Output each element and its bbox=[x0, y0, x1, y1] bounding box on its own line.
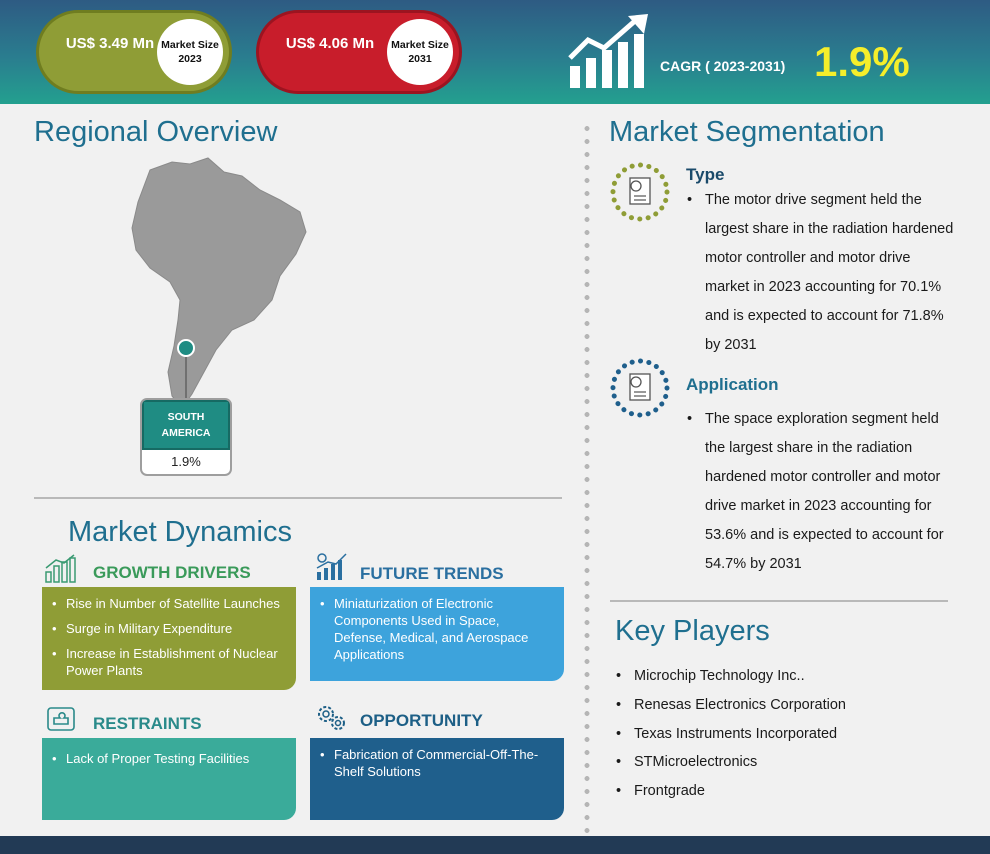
key-player-item: Texas Instruments Incorporated bbox=[616, 720, 936, 749]
application-segment-title: Application bbox=[686, 375, 779, 394]
key-player-item: Renesas Electronics Corporation bbox=[616, 691, 936, 720]
section-divider bbox=[610, 600, 948, 602]
region-name: SOUTH AMERICA bbox=[142, 400, 230, 450]
future-trend-item: Miniaturization of Electronic Components… bbox=[320, 595, 554, 663]
south-america-map bbox=[131, 157, 307, 409]
type-segment-title: Type bbox=[686, 165, 725, 184]
restraints-title: RESTRAINTS bbox=[93, 714, 202, 733]
application-segment-bullet: The space exploration segment held the l… bbox=[687, 405, 955, 579]
opportunity-item: Fabrication of Commercial-Off-The-Shelf … bbox=[320, 746, 554, 780]
restraints-box: Lack of Proper Testing Facilities bbox=[42, 738, 296, 820]
future-trends-title: FUTURE TRENDS bbox=[360, 564, 504, 583]
key-player-item: Microchip Technology Inc.. bbox=[616, 662, 936, 691]
footer-band bbox=[0, 836, 990, 854]
opportunity-box: Fabrication of Commercial-Off-The-Shelf … bbox=[310, 738, 564, 820]
market-size-2023-value: US$ 3.49 Mn bbox=[65, 35, 155, 52]
bar-chart-icon bbox=[45, 554, 76, 583]
trend-chart-icon bbox=[316, 553, 347, 580]
market-size-2023-badge: US$ 3.49 Mn Market Size 2023 bbox=[36, 10, 232, 94]
market-segmentation-title: Market Segmentation bbox=[609, 116, 885, 148]
application-segment-icon bbox=[610, 358, 670, 418]
restraint-item: Lack of Proper Testing Facilities bbox=[52, 750, 286, 767]
type-segment-text: The motor drive segment held the largest… bbox=[687, 186, 955, 360]
region-value: 1.9% bbox=[171, 454, 201, 469]
market-dynamics-title: Market Dynamics bbox=[68, 516, 292, 548]
opportunity-title: OPPORTUNITY bbox=[360, 711, 483, 730]
market-size-2031-label: Market Size 2031 bbox=[387, 19, 453, 85]
market-size-2031-badge: US$ 4.06 Mn Market Size 2031 bbox=[256, 10, 462, 94]
vertical-dotted-divider bbox=[584, 122, 590, 834]
growth-drivers-title: GROWTH DRIVERS bbox=[93, 563, 251, 582]
key-player-item: Frontgrade bbox=[616, 777, 936, 806]
key-players-title: Key Players bbox=[615, 615, 770, 647]
growth-driver-item: Increase in Establishment of Nuclear Pow… bbox=[52, 645, 286, 679]
cagr-value: 1.9% bbox=[814, 38, 910, 85]
section-divider bbox=[34, 497, 562, 499]
future-trends-box: Miniaturization of Electronic Components… bbox=[310, 587, 564, 681]
puzzle-icon bbox=[47, 707, 75, 731]
type-segment-icon bbox=[610, 162, 670, 222]
key-player-item: STMicroelectronics bbox=[616, 748, 936, 777]
market-size-2031-value: US$ 4.06 Mn bbox=[285, 35, 375, 52]
regional-overview-title: Regional Overview bbox=[34, 116, 278, 148]
gears-icon bbox=[318, 706, 345, 730]
type-segment-bullet: The motor drive segment held the largest… bbox=[687, 186, 955, 360]
header-banner: US$ 3.49 Mn Market Size 2023 US$ 4.06 Mn… bbox=[0, 0, 990, 104]
cagr-label: CAGR ( 2023-2031) bbox=[660, 58, 786, 74]
region-card: SOUTH AMERICA 1.9% bbox=[140, 398, 232, 476]
growth-chart-icon bbox=[568, 14, 648, 88]
growth-driver-item: Surge in Military Expenditure bbox=[52, 620, 286, 637]
market-size-2023-label: Market Size 2023 bbox=[157, 19, 223, 85]
key-players-list: Microchip Technology Inc.. Renesas Elect… bbox=[616, 662, 936, 806]
growth-drivers-box: Rise in Number of Satellite Launches Sur… bbox=[42, 587, 296, 690]
growth-driver-item: Rise in Number of Satellite Launches bbox=[52, 595, 286, 612]
application-segment-text: The space exploration segment held the l… bbox=[687, 405, 955, 579]
